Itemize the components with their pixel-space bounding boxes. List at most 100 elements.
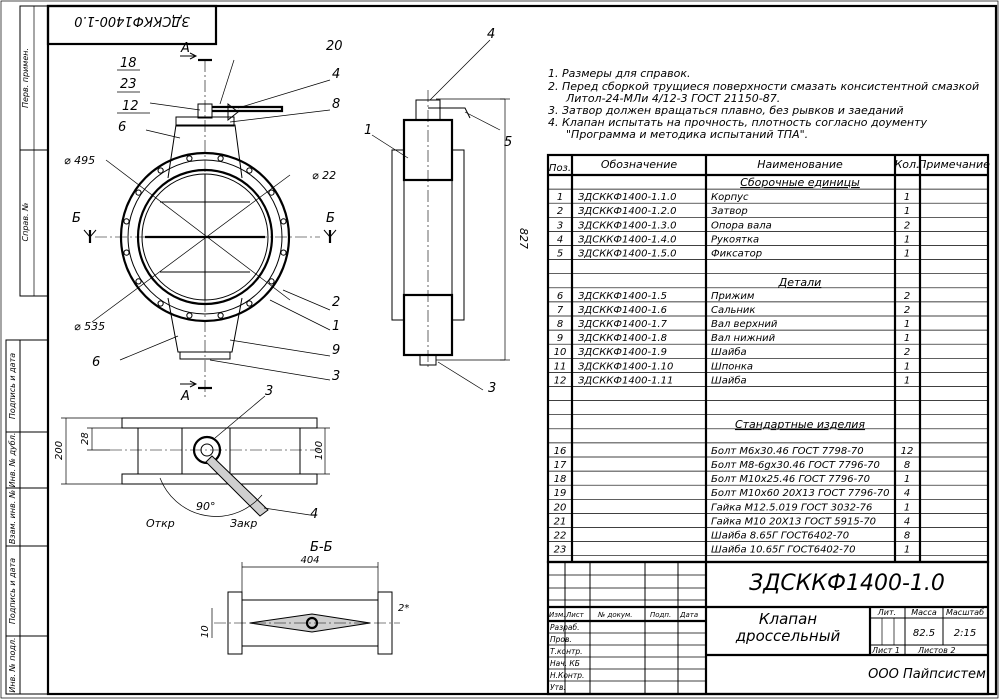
callout-20: 20 (326, 39, 343, 54)
callout-6-top: 6 (118, 120, 126, 135)
bolt-hole (268, 278, 275, 285)
spec-header-name: Наименование (757, 158, 843, 171)
bolt-hole (135, 189, 142, 196)
top-dim-100: 100 (314, 441, 325, 460)
spec-cell: 1 (904, 333, 910, 344)
spec-cell: 10 (554, 347, 567, 358)
top-open: Откр (146, 517, 175, 530)
note-2-cont: Литол-24-МЛи 4/12-3 ГОСТ 21150-87. (565, 92, 780, 105)
spec-table: Поз. Обозначение Наименование Кол. Приме… (546, 153, 990, 564)
spec-cell: 6 (557, 291, 563, 302)
spec-cell: Шайба 10.65Г ГОСТ6402-70 (711, 544, 856, 556)
bolt-hole (186, 155, 193, 162)
front-view: А А Б Б ⌀ 495 ⌀ 535 ⌀ 22 20 4 8 18 23 12… (64, 39, 343, 404)
spec-header-note: Примечание (918, 158, 990, 171)
bolt-hole (157, 167, 164, 174)
callout-12: 12 (122, 99, 139, 114)
callout-18: 18 (120, 56, 137, 71)
section-dim-404: 404 (300, 555, 319, 566)
spec-cell: 2 (904, 347, 910, 358)
spec-cell: 12 (554, 375, 567, 386)
section-view: Б-Б 404 10 2* (200, 540, 409, 655)
tb-company: ООО Пайпсистем (868, 667, 986, 682)
spec-section-standard: Стандартные изделия (735, 418, 865, 431)
title-name-line1: Клапан (759, 610, 817, 628)
tb-hdr-list: Лист (565, 611, 585, 619)
spec-cell: Вал нижний (711, 333, 776, 344)
spec-cell: Вал верхний (711, 319, 778, 330)
spec-cell: 5 (557, 249, 563, 260)
dim-d22: ⌀ 22 (312, 169, 336, 182)
section-a-bottom: А (180, 389, 190, 404)
spec-cell: Прижим (711, 291, 755, 302)
spec-cell: ЗДСККФ1400-1.5.0 (578, 249, 677, 260)
spec-cell: ЗДСККФ1400-1.9 (578, 347, 667, 358)
tb-role-checker: Пров. (550, 635, 572, 644)
spec-cell: Опора вала (711, 220, 772, 231)
spec-cell: 7 (557, 305, 564, 316)
margin-label-ref-no: Справ. № (21, 203, 30, 242)
spec-cell: 1 (904, 192, 910, 203)
tb-role-norm-control: Н.Контр. (550, 671, 584, 680)
tb-role-developer: Разраб. (550, 623, 579, 632)
spec-cell: ЗДСККФ1400-1.11 (578, 375, 673, 386)
spec-cell: 3 (557, 220, 563, 231)
callout-6-bottom: 6 (92, 355, 100, 370)
spec-cell: 2 (904, 305, 910, 316)
spec-cell: ЗДСККФ1400-1.5 (578, 291, 667, 302)
spec-cell: 1 (557, 192, 563, 203)
title-name-line2: дроссельный (735, 627, 841, 645)
bolt-hole (123, 249, 130, 256)
callout-1: 1 (332, 319, 340, 334)
spec-section-assembly: Сборочные единицы (740, 176, 860, 189)
bolt-hole (268, 189, 275, 196)
spec-cell: Затвор (711, 206, 748, 217)
tb-role-head-kb: Нач. КБ (550, 659, 580, 668)
spec-cell: Корпус (711, 192, 749, 203)
note-4-cont: "Программа и методика испытаний ТПА". (566, 128, 808, 141)
spec-cell: 2 (904, 291, 910, 302)
top-angle: 90° (196, 500, 216, 513)
top-callout-4: 4 (310, 507, 318, 522)
spec-cell: 2 (904, 220, 910, 231)
section-dim-2: 2* (398, 603, 409, 614)
section-dim-10: 10 (200, 625, 211, 638)
tb-role-approved: Утв. (550, 683, 566, 692)
margin-label-orig-inv: Инв. № подл. (8, 637, 17, 692)
callout-23: 23 (120, 77, 137, 92)
spec-row-lines (548, 188, 988, 557)
tb-mass-value: 82.5 (913, 628, 935, 639)
top-close: Закр (230, 517, 257, 530)
spec-cell: ЗДСККФ1400-1.4.0 (578, 234, 677, 245)
spec-cell: Шайба (711, 346, 747, 358)
section-title: Б-Б (310, 540, 333, 555)
top-stamp-text: ЗДСККФ1400-1.0 (74, 13, 190, 28)
tb-sheet: Лист 1 (871, 646, 900, 655)
tb-hdr-data: Дата (679, 611, 698, 619)
spec-cell: 4 (904, 488, 910, 499)
bolt-hole (186, 312, 193, 319)
title-block: ЗДСККФ1400-1.0 Клапан дроссельный Изм. Л… (546, 560, 990, 696)
spec-cell: Болт М8-6gх30.46 ГОСТ 7796-70 (711, 460, 880, 471)
top-view: 3 4 28 200 100 90° Откр Закр (54, 384, 330, 530)
spec-cell: 22 (554, 531, 567, 542)
bolt-hole (135, 278, 142, 285)
technical-notes: 1. Размеры для справок. 2. Перед сборкой… (548, 67, 979, 141)
title-designation: ЗДСККФ1400-1.0 (749, 571, 945, 596)
margin-label-repl-inv: Взам. инв. № (8, 490, 17, 544)
top-dim-200: 200 (54, 441, 65, 460)
spec-cell: 16 (554, 446, 567, 457)
spec-cell: 1 (904, 375, 910, 386)
left-margin: Перв. примен. Справ. № Подпись и дата Ин… (5, 5, 49, 695)
margin-label-dup-inv: Инв. № дубл. (8, 433, 17, 488)
spec-header-qty: Кол. (894, 158, 919, 171)
spec-section-parts: Детали (778, 276, 822, 289)
bolt-hole (217, 312, 224, 319)
cut-b-left: Б (72, 211, 81, 226)
spec-cell: 1 (904, 319, 910, 330)
tb-mass-label: Масса (911, 608, 937, 617)
spec-cell: 1 (904, 474, 910, 485)
spec-cell: ЗДСККФ1400-1.3.0 (578, 220, 677, 231)
